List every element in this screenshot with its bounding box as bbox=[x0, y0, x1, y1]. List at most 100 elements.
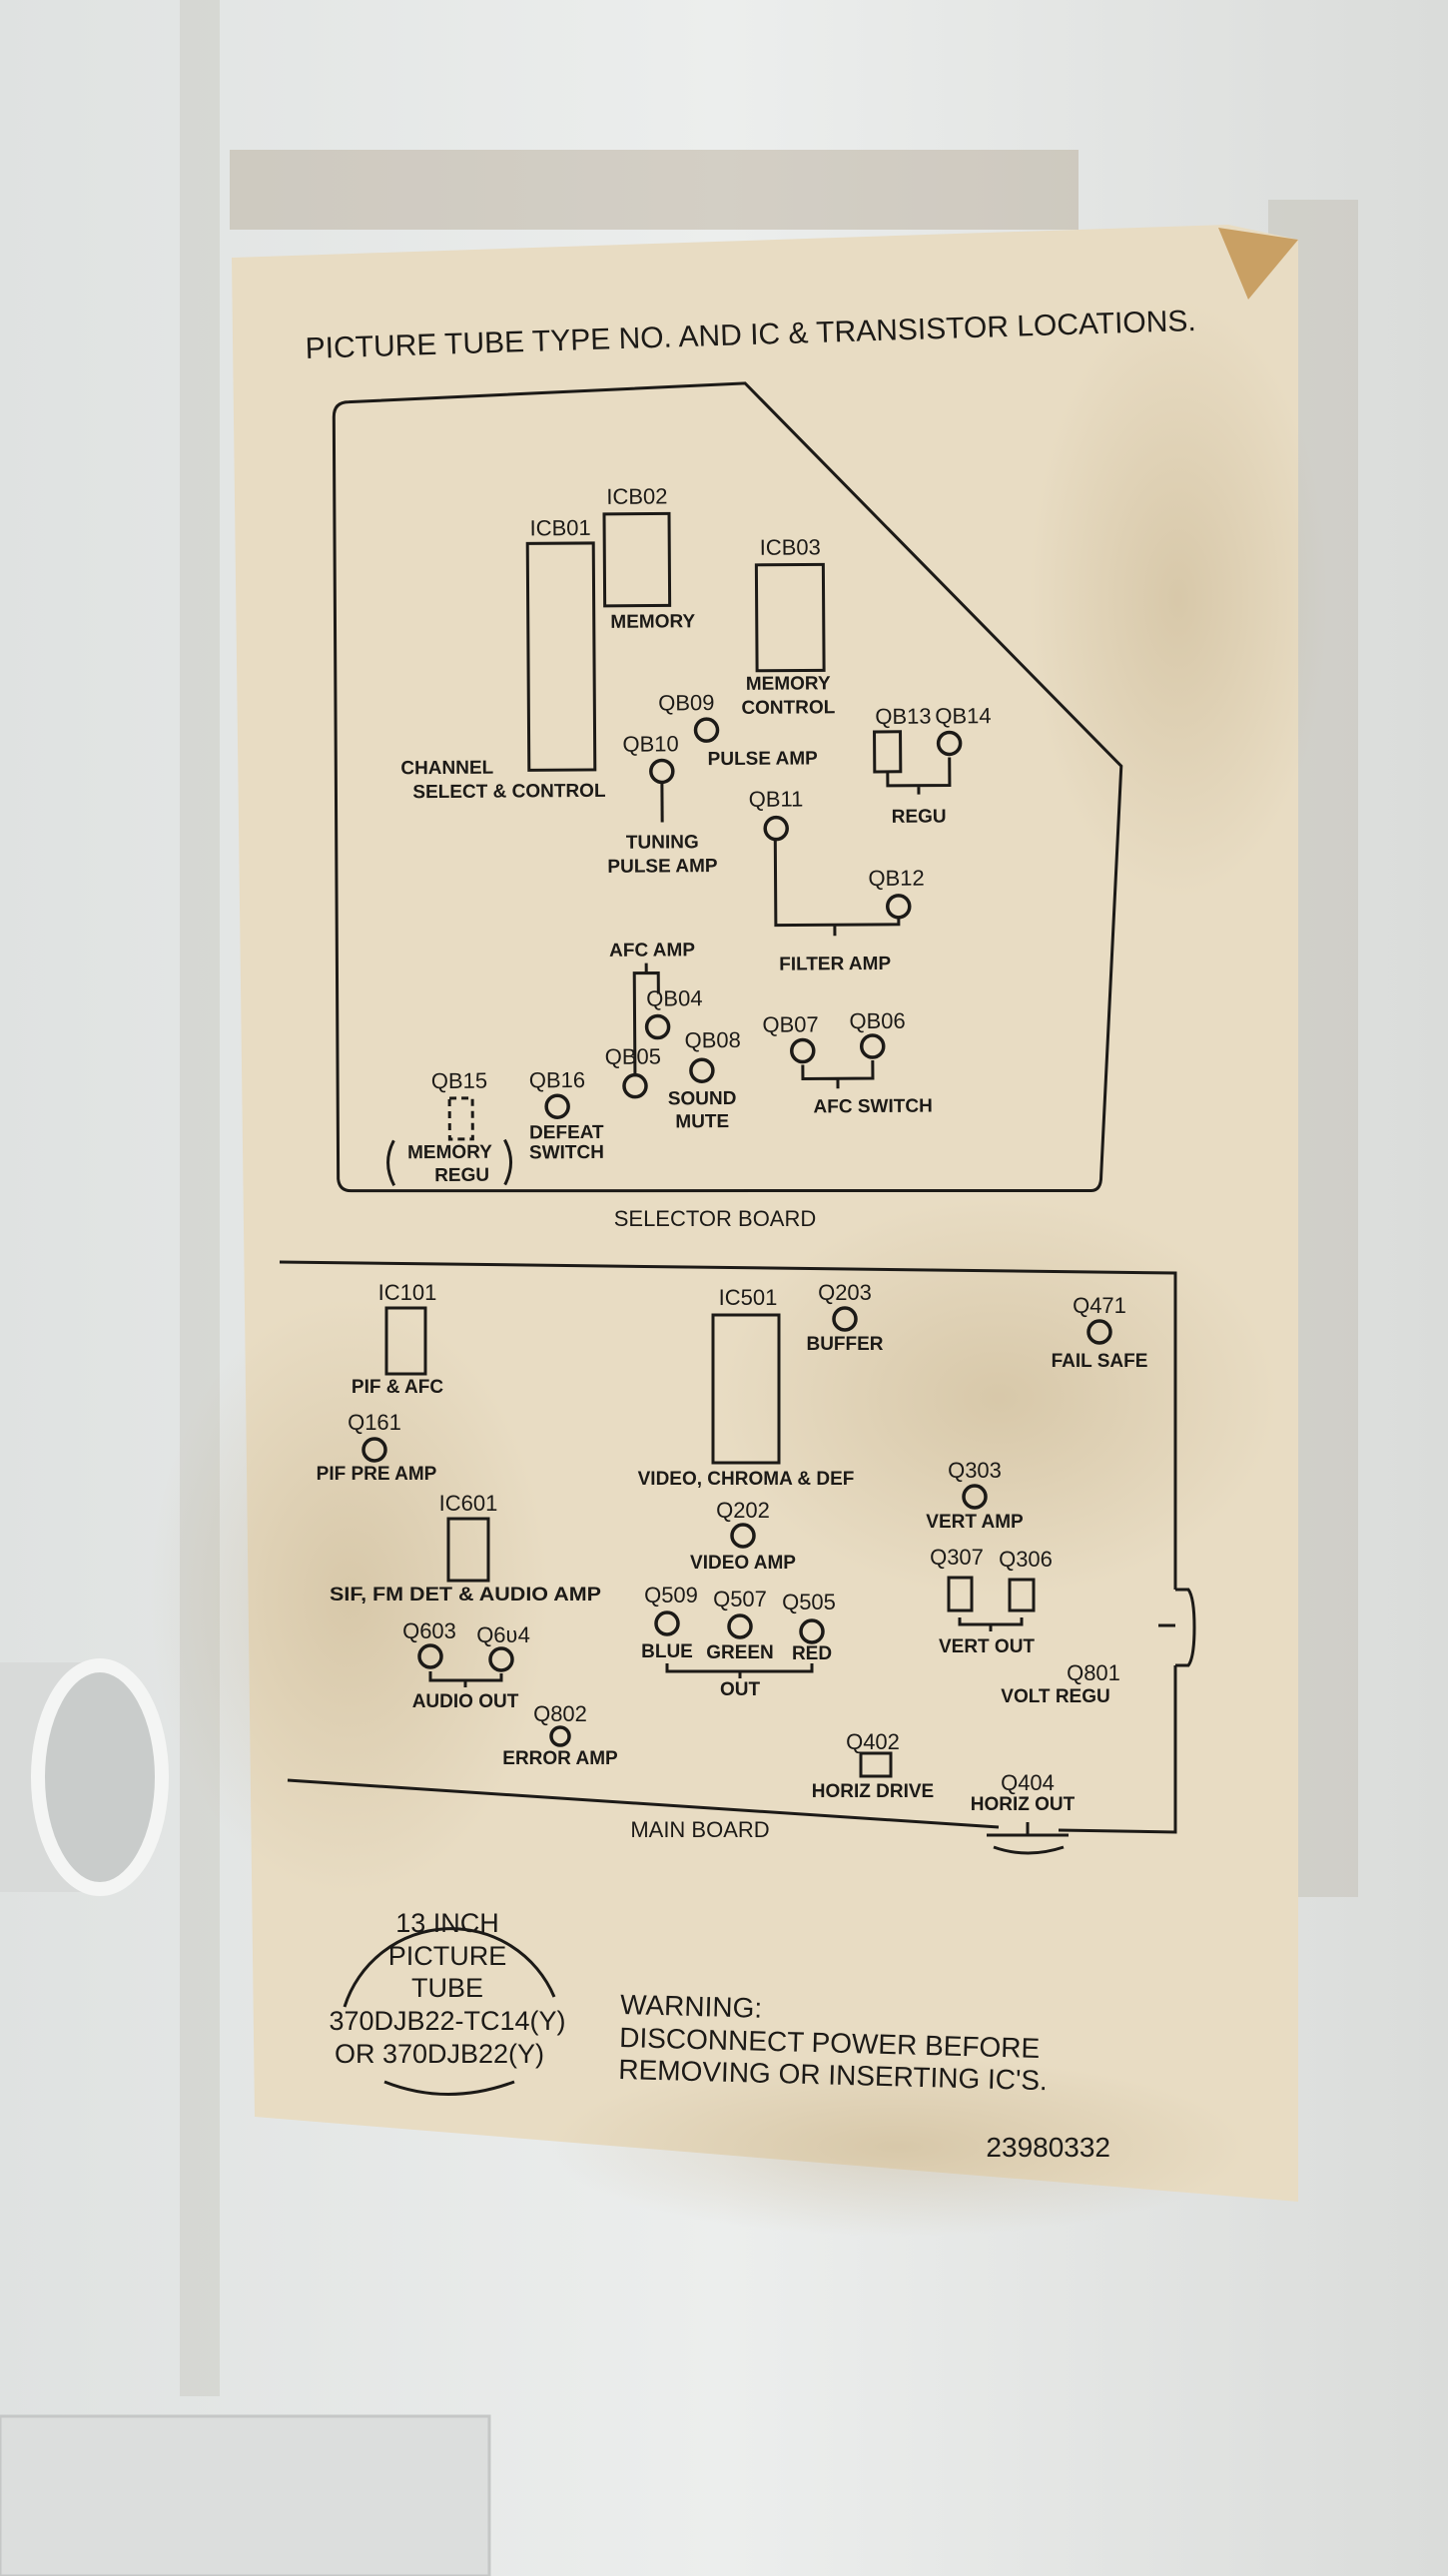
horiz-out-label: HORIZ OUT bbox=[971, 1794, 1076, 1815]
ic501-label: IC501 bbox=[719, 1285, 778, 1310]
qb08-transistor bbox=[689, 1057, 715, 1083]
video-chroma-def-label: VIDEO, CHROMA & DEF bbox=[638, 1469, 855, 1490]
main-board: IC101 PIF & AFC Q161 PIF PRE AMP IC601 S… bbox=[279, 1260, 1196, 1855]
vert-out-bracket bbox=[958, 1617, 1024, 1631]
q505-label: Q505 bbox=[782, 1590, 836, 1614]
icb01-label: ICB01 bbox=[529, 515, 590, 540]
tube-size-text: 13 INCH bbox=[395, 1908, 499, 1938]
selector-board: ICB01 ICB02 MEMORY ICB03 MEMORY CONTROL … bbox=[332, 381, 1123, 1193]
defeat-switch-label-2: SWITCH bbox=[529, 1142, 604, 1164]
green-label: GREEN bbox=[706, 1642, 774, 1663]
afc-amp-label: AFC AMP bbox=[609, 940, 695, 962]
bottom-connector bbox=[987, 1822, 1069, 1855]
q161-transistor bbox=[362, 1437, 387, 1463]
icb03-label: ICB03 bbox=[760, 534, 821, 559]
q801-label: Q801 bbox=[1067, 1660, 1120, 1685]
buffer-label: BUFFER bbox=[806, 1334, 883, 1355]
icb02-chip bbox=[602, 511, 672, 608]
memory-control-label-2: CONTROL bbox=[741, 697, 835, 719]
qb12-label: QB12 bbox=[868, 866, 924, 891]
qb05-label: QB05 bbox=[605, 1043, 661, 1068]
qb04-transistor bbox=[644, 1013, 671, 1040]
part-number: 23980332 bbox=[986, 2132, 1110, 2163]
memory-regu-label-1: MEMORY bbox=[407, 1142, 492, 1164]
paper-label bbox=[150, 225, 1328, 2237]
q471-transistor bbox=[1086, 1319, 1112, 1345]
warning-heading: WARNING: bbox=[620, 1989, 763, 2024]
q202-transistor bbox=[730, 1523, 756, 1549]
q507-transistor bbox=[727, 1613, 753, 1639]
ic501-chip bbox=[711, 1313, 781, 1465]
red-label: RED bbox=[792, 1643, 832, 1664]
q404-label: Q404 bbox=[1001, 1770, 1055, 1795]
icb01-chip bbox=[525, 541, 597, 772]
q202-label: Q202 bbox=[716, 1498, 770, 1523]
qb16-label: QB16 bbox=[529, 1067, 585, 1092]
vert-out-label: VERT OUT bbox=[939, 1636, 1035, 1657]
qb13-transistor bbox=[873, 730, 903, 774]
afc-switch-bracket bbox=[801, 1059, 875, 1089]
q402-label: Q402 bbox=[846, 1729, 900, 1754]
q802-label: Q802 bbox=[533, 1701, 587, 1726]
audio-out-label: AUDIO OUT bbox=[412, 1691, 519, 1712]
cabinet-ridge bbox=[180, 0, 220, 2396]
main-board-outline bbox=[279, 1260, 1177, 1834]
qb11-label: QB11 bbox=[749, 786, 804, 811]
q505-transistor bbox=[799, 1618, 825, 1644]
pulse-amp-label: PULSE AMP bbox=[708, 748, 819, 770]
q307-label: Q307 bbox=[930, 1545, 984, 1570]
selector-board-caption: SELECTOR BOARD bbox=[614, 1206, 817, 1231]
torn-corner bbox=[1218, 228, 1298, 300]
qb05-transistor bbox=[622, 1072, 648, 1099]
afc-amp-bracket bbox=[632, 963, 660, 1074]
qb09-label: QB09 bbox=[658, 690, 714, 715]
q306-label: Q306 bbox=[999, 1547, 1053, 1572]
sound-mute-label-1: SOUND bbox=[668, 1088, 737, 1109]
ic601-label: IC601 bbox=[439, 1491, 498, 1516]
filter-amp-bracket bbox=[773, 839, 901, 937]
picture-tube-badge: 13 INCH PICTURE TUBE 370DJB22-TC14(Y) OR… bbox=[329, 1908, 566, 2096]
qb04-label: QB04 bbox=[646, 985, 702, 1010]
memory-regu-parentheses bbox=[386, 1138, 513, 1187]
tube-picture-text: PICTURE bbox=[388, 1941, 507, 1971]
ic101-label: IC101 bbox=[378, 1280, 437, 1305]
sif-fm-det-label: SIF, FM DET & AUDIO AMP bbox=[330, 1585, 601, 1606]
memory-regu-label-2: REGU bbox=[434, 1165, 489, 1186]
qb15-optional-transistor bbox=[447, 1096, 474, 1141]
qb09-transistor bbox=[693, 717, 720, 743]
regu-label: REGU bbox=[892, 806, 947, 827]
q307-transistor bbox=[947, 1576, 974, 1612]
q303-transistor bbox=[962, 1484, 988, 1510]
vert-amp-label: VERT AMP bbox=[926, 1512, 1024, 1533]
pif-pre-amp-label: PIF PRE AMP bbox=[317, 1464, 437, 1485]
afc-switch-label: AFC SWITCH bbox=[813, 1096, 932, 1118]
tube-type-primary: 370DJB22-TC14(Y) bbox=[329, 2006, 565, 2036]
ic601-chip bbox=[446, 1517, 490, 1583]
right-connector bbox=[1158, 1588, 1196, 1667]
q604-label: Q6ʋ4 bbox=[476, 1622, 530, 1647]
q802-transistor bbox=[549, 1725, 571, 1747]
qb07-label: QB07 bbox=[762, 1011, 818, 1036]
regu-bracket bbox=[886, 757, 952, 795]
selector-board-outline bbox=[332, 381, 1123, 1193]
tube-text: TUBE bbox=[411, 1973, 483, 2003]
rgb-out-bracket bbox=[665, 1663, 814, 1678]
qb15-label: QB15 bbox=[431, 1068, 487, 1093]
q306-transistor bbox=[1008, 1578, 1036, 1612]
q203-label: Q203 bbox=[818, 1280, 872, 1305]
cabinet-hole bbox=[0, 1658, 169, 1896]
q471-label: Q471 bbox=[1073, 1293, 1126, 1318]
cabinet-ledge bbox=[0, 2414, 491, 2576]
qb10-label: QB10 bbox=[622, 731, 678, 756]
qb13-label: QB13 bbox=[875, 704, 931, 729]
qb06-label: QB06 bbox=[849, 1008, 905, 1033]
badge-arc-top bbox=[343, 1927, 556, 2008]
q509-transistor bbox=[654, 1610, 680, 1636]
tube-type-alternate: OR 370DJB22(Y) bbox=[335, 2039, 544, 2069]
defeat-switch-label-1: DEFEAT bbox=[529, 1122, 604, 1144]
channel-label-2: SELECT & CONTROL bbox=[412, 781, 606, 803]
icb02-label: ICB02 bbox=[606, 483, 667, 508]
sound-mute-label-2: MUTE bbox=[675, 1111, 729, 1132]
memory-label: MEMORY bbox=[610, 611, 695, 633]
